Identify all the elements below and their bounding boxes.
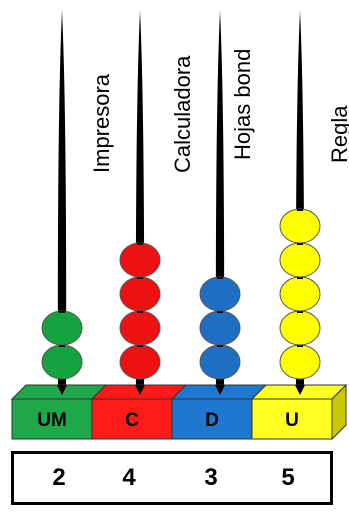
place-label-d: D <box>205 410 219 431</box>
bead-u <box>279 344 321 380</box>
bead-hole <box>137 311 143 313</box>
result-box <box>11 451 333 505</box>
bead-c <box>119 344 161 380</box>
bead-u <box>279 242 321 278</box>
bead-u <box>279 310 321 346</box>
place-label-c: C <box>125 410 139 431</box>
place-label-um: UM <box>37 410 67 431</box>
bead-c <box>119 276 161 312</box>
bead-hole <box>297 243 303 245</box>
bead-hole <box>137 345 143 347</box>
bead-d <box>199 310 241 346</box>
bead-c <box>119 242 161 278</box>
rod-label-regla: Regla <box>327 105 349 163</box>
rod-tip <box>295 385 305 395</box>
rod-label-calculadora: Calculadora <box>170 55 195 173</box>
rod-um <box>57 10 67 395</box>
base-block-d <box>171 398 253 440</box>
rod-tip <box>135 385 145 395</box>
bead-hole <box>217 345 223 347</box>
bead-c <box>119 310 161 346</box>
base-block-side <box>331 383 347 441</box>
base-block-um <box>11 398 93 440</box>
bead-um <box>41 344 83 380</box>
bead-hole <box>297 277 303 279</box>
bead-hole <box>217 277 223 279</box>
rod-tip <box>57 385 67 395</box>
rod-tip <box>215 385 225 395</box>
bead-hole <box>137 243 143 245</box>
digit-u: 5 <box>281 464 295 491</box>
bead-d <box>199 344 241 380</box>
bead-hole <box>59 345 65 347</box>
bead-hole <box>137 277 143 279</box>
digit-um: 2 <box>52 464 66 491</box>
bead-hole <box>217 311 223 313</box>
base-block-u <box>251 398 333 440</box>
bead-hole <box>297 311 303 313</box>
bead-hole <box>297 209 303 211</box>
bead-um <box>41 310 83 346</box>
bead-u <box>279 208 321 244</box>
digit-d: 3 <box>204 464 218 491</box>
digit-c: 4 <box>122 464 136 491</box>
bead-d <box>199 276 241 312</box>
bead-u <box>279 276 321 312</box>
rod-label-impresora: Impresora <box>89 73 114 173</box>
place-label-u: U <box>285 410 299 431</box>
base-block-c <box>91 398 173 440</box>
bead-hole <box>297 345 303 347</box>
bead-hole <box>59 311 65 313</box>
rod-label-hojas-bond: Hojas bond <box>230 48 255 160</box>
